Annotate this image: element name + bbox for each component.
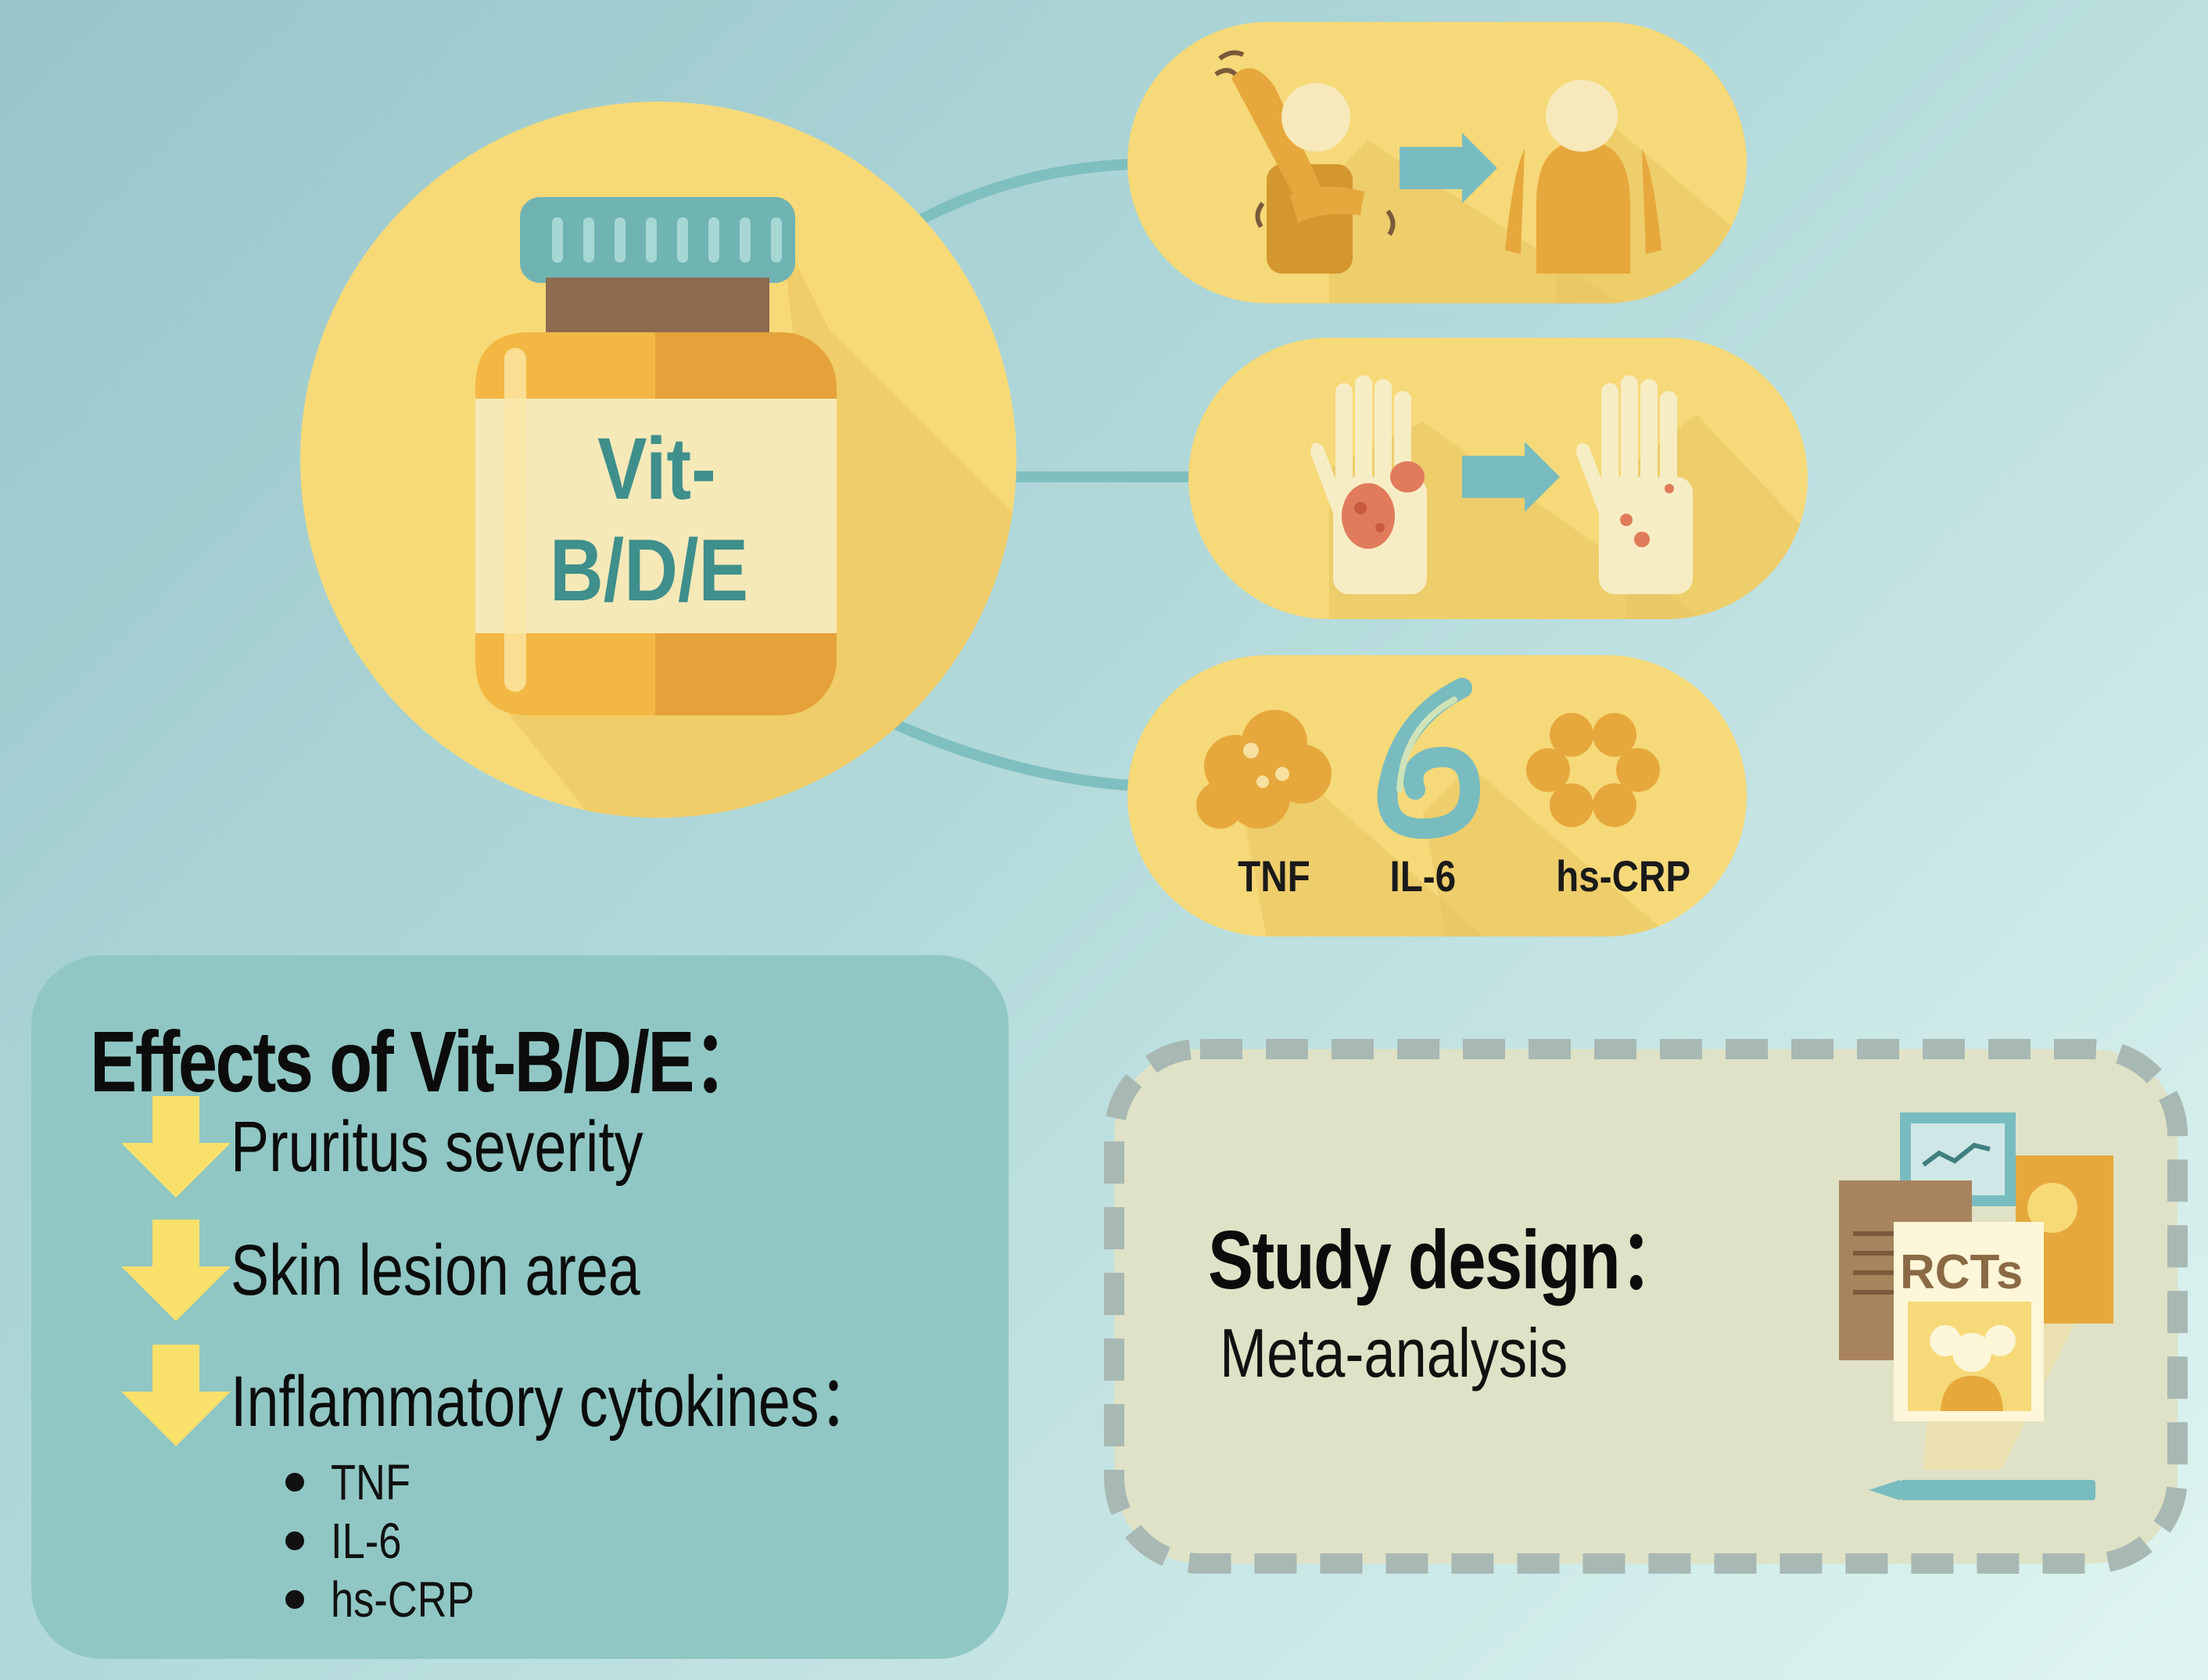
il6-molecule-icon — [1377, 678, 1481, 840]
effect-item-cytokines: Inflammatory cytokines： — [121, 1343, 1038, 1447]
pain-person-icon — [1214, 50, 1396, 274]
jar-label-line1: Vit- — [597, 420, 716, 518]
list-item-text: TNF — [331, 1453, 411, 1510]
down-arrow-icon — [121, 1220, 231, 1321]
connector-lines — [891, 159, 1192, 791]
rct-badge: RCTs — [1900, 1245, 2023, 1299]
cytokines-pill — [1127, 655, 1747, 937]
tnf-molecule-icon — [1196, 710, 1332, 829]
down-arrow-icon — [121, 1344, 231, 1446]
effect-label: Inflammatory cytokines： — [231, 1362, 877, 1442]
effect-item-pruritus: Pruritus severity — [121, 1096, 747, 1198]
list-item-text: IL-6 — [331, 1512, 402, 1569]
effect-item-skin-lesion: Skin lesion area — [121, 1220, 743, 1321]
clear-hand-icon — [1576, 375, 1693, 594]
rct-documents-icon — [1839, 1112, 2113, 1470]
hscrp-label: hs-CRP — [1556, 851, 1691, 901]
il6-label: IL-6 — [1389, 851, 1457, 901]
effects-panel — [31, 955, 1009, 1659]
pen-icon — [1869, 1480, 2095, 1500]
pain-relief-pill — [1127, 22, 1747, 303]
study-design-title: Study design： — [1208, 1214, 1687, 1306]
list-item-text: hs-CRP — [331, 1571, 475, 1628]
effect-label: Pruritus severity — [231, 1106, 643, 1187]
crp-molecule-icon — [1526, 713, 1660, 827]
list-item: IL-6 — [285, 1511, 506, 1570]
effects-title: Effects of Vit-B/D/E： — [90, 1014, 763, 1110]
healthy-person-icon — [1505, 80, 1661, 274]
tnf-label: TNF — [1238, 851, 1310, 901]
jar-label-line2: B/D/E — [550, 521, 748, 619]
study-design-method: Meta-analysis — [1220, 1314, 1568, 1392]
down-arrow-icon — [121, 1096, 231, 1198]
bullet — [285, 1472, 304, 1492]
list-item: hs-CRP — [285, 1570, 506, 1628]
bullet — [285, 1531, 304, 1550]
rash-hand-icon — [1310, 375, 1427, 594]
skin-lesion-pill — [1188, 338, 1808, 619]
list-item: TNF — [285, 1453, 506, 1511]
cytokine-list: TNF IL-6 hs-CRP — [285, 1453, 506, 1628]
bullet — [285, 1589, 304, 1609]
effect-label: Skin lesion area — [231, 1230, 640, 1310]
